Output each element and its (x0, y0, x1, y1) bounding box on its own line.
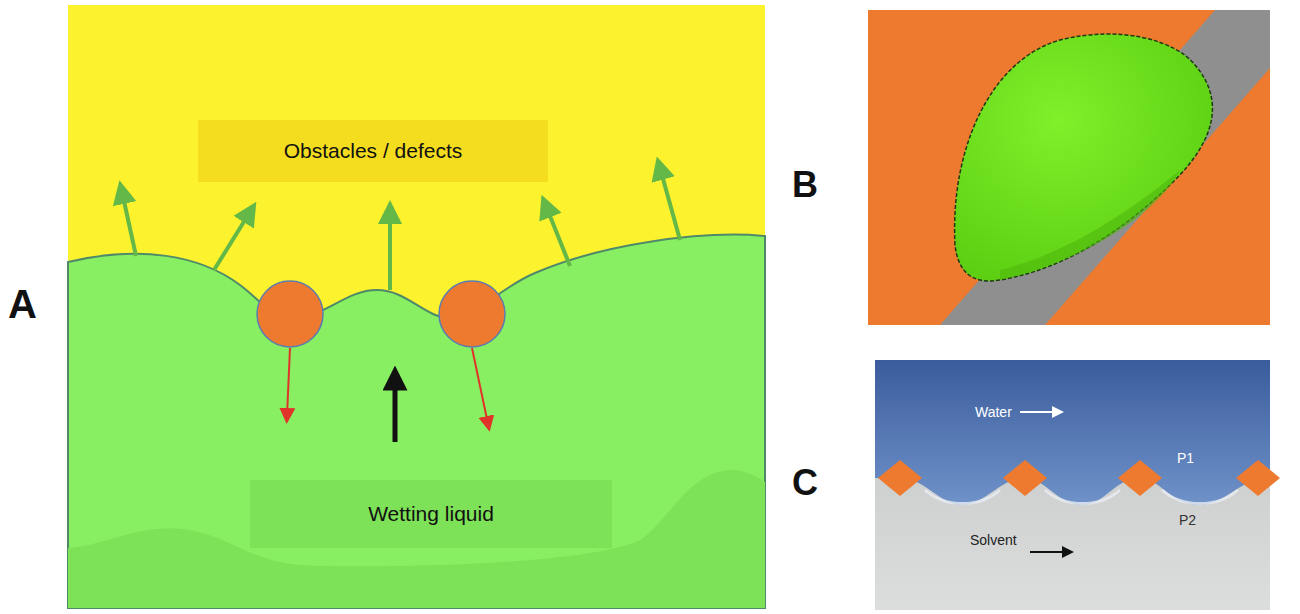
solvent-phase (875, 360, 1270, 610)
liquid-region (68, 235, 765, 608)
droplet-shade (1000, 170, 1180, 280)
panel-label: Obstacles / defects (284, 139, 463, 163)
force-arrow (660, 168, 680, 240)
post (878, 460, 922, 496)
pinning-arrow (472, 348, 488, 424)
panel-label: Wetting liquid (368, 502, 494, 526)
flow-arrow (1030, 551, 1068, 553)
obstacle-region (68, 5, 765, 608)
panel-c-art (875, 360, 1280, 610)
phase-label: P2 (1179, 512, 1196, 528)
advance-arrow (393, 378, 398, 442)
phase-label: Solvent (970, 532, 1017, 548)
force-arrow (214, 212, 250, 270)
phase-label: P1 (1177, 450, 1194, 466)
text-panel: Wetting liquid (250, 480, 612, 548)
panel-letter: A (8, 282, 37, 327)
obstacle-particle (257, 281, 323, 347)
force-arrow (388, 212, 392, 290)
flow-arrow (1020, 411, 1058, 413)
panel-a-art (68, 5, 765, 608)
post (1236, 460, 1280, 496)
post (1118, 460, 1162, 496)
substrate (868, 10, 1270, 325)
obstacle-particle (439, 281, 505, 347)
force-arrow (546, 206, 570, 266)
interface-edge (925, 490, 1238, 504)
liquid-depth (68, 470, 765, 608)
pinning-arrow (287, 348, 290, 416)
post (1003, 460, 1047, 496)
force-arrow (122, 192, 136, 256)
panel-b-art (868, 10, 1270, 325)
panel-letter: C (792, 462, 818, 504)
wettable-stripe (940, 10, 1270, 325)
panel-letter: B (792, 164, 818, 206)
water-phase (875, 360, 1270, 505)
phase-label: Water (975, 404, 1012, 420)
droplet (955, 34, 1213, 281)
text-panel: Obstacles / defects (198, 120, 548, 182)
